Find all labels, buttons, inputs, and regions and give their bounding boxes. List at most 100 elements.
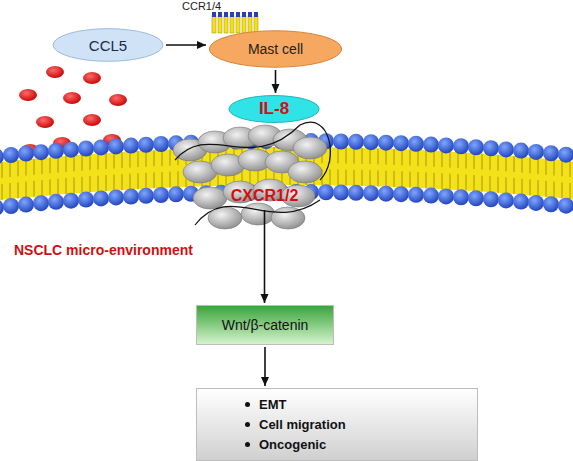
- receptor-cap: [248, 12, 252, 17]
- text-row: EMT: [245, 395, 286, 415]
- receptor-cap: [212, 12, 216, 17]
- lipid-tail: [450, 152, 451, 168]
- lipid-tail: [330, 169, 331, 185]
- node-text: CCL5: [89, 37, 127, 54]
- lipid-tail: [402, 149, 403, 165]
- lipid-tail: [90, 176, 91, 192]
- lipid-tail: [122, 152, 123, 168]
- lipid-head: [138, 137, 154, 153]
- lipid-tail: [434, 151, 435, 167]
- lipid-tail: [514, 156, 515, 172]
- lipid-head: [93, 139, 109, 155]
- lipid-head: [378, 135, 394, 151]
- lipid-tail: [58, 179, 59, 195]
- text-row: Cell migration: [245, 415, 346, 435]
- lipid-tail: [2, 184, 3, 200]
- lipid-tail: [74, 155, 75, 171]
- lipid-tail: [82, 177, 83, 193]
- lipid-head: [18, 146, 34, 162]
- lipid-tail: [98, 176, 99, 192]
- lipid-tail: [10, 183, 11, 199]
- receptor-cap: [224, 12, 228, 17]
- receptor-bar: [248, 16, 252, 33]
- receptor-subunit: [288, 161, 322, 183]
- lipid-head: [513, 143, 529, 159]
- lipid-head: [558, 198, 573, 214]
- arrow-connector: [264, 347, 266, 386]
- lipid-tail: [354, 148, 355, 164]
- lipid-head: [498, 141, 514, 157]
- lipid-tail: [66, 178, 67, 194]
- lipid-tail: [394, 171, 395, 187]
- lipid-tail: [506, 155, 507, 171]
- lipid-tail: [146, 151, 147, 167]
- receptor-cap: [236, 12, 240, 17]
- lipid-head: [408, 187, 424, 203]
- lipid-head: [468, 190, 484, 206]
- lipid-head: [48, 143, 64, 159]
- lipid-head: [423, 137, 439, 153]
- receptor-bar: [212, 16, 216, 33]
- ellipse-node: IL-8: [228, 95, 320, 123]
- lipid-head: [513, 194, 529, 210]
- lipid-head: [393, 135, 409, 151]
- lipid-tail: [146, 173, 147, 189]
- lipid-tail: [458, 152, 459, 168]
- lipid-head: [438, 188, 454, 204]
- lipid-head: [543, 145, 559, 161]
- lipid-tail: [34, 159, 35, 175]
- lipid-head: [558, 147, 573, 163]
- lipid-tail: [466, 175, 467, 191]
- lipid-head: [363, 134, 379, 150]
- lipid-tail: [426, 150, 427, 166]
- lipid-tail: [442, 173, 443, 189]
- node-text: Mast cell: [248, 41, 303, 57]
- lipid-tail: [498, 177, 499, 193]
- bullet-dot: [245, 442, 250, 447]
- arrow-connector: [275, 70, 277, 93]
- arrow-connector: [166, 44, 206, 46]
- lipid-head: [408, 136, 424, 152]
- lipid-tail: [58, 157, 59, 173]
- pathway-box: Wnt/β-catenin: [196, 305, 334, 345]
- receptor-subunit: [241, 203, 275, 225]
- lipid-tail: [554, 182, 555, 198]
- receptor-cap: [242, 12, 246, 17]
- lipid-head: [348, 134, 364, 150]
- lipid-tail: [490, 176, 491, 192]
- chemokine-dot: [36, 116, 54, 128]
- lipid-tail: [130, 152, 131, 168]
- receptor-subunit: [293, 137, 327, 159]
- receptor-label: CXCR1/2: [212, 184, 317, 208]
- lipid-tail: [410, 172, 411, 188]
- lipid-tail: [2, 162, 3, 178]
- lipid-tail: [570, 183, 571, 199]
- lipid-head: [483, 140, 499, 156]
- lipid-tail: [498, 155, 499, 171]
- text-row: CCL5: [89, 37, 127, 54]
- lipid-tail: [18, 182, 19, 198]
- lipid-head: [48, 194, 64, 210]
- lipid-head: [78, 191, 94, 207]
- lipid-head: [63, 193, 79, 209]
- lipid-head: [528, 195, 544, 211]
- receptor-strand: [175, 122, 330, 180]
- lipid-head: [108, 138, 124, 154]
- lipid-tail: [42, 158, 43, 174]
- lipid-tail: [162, 150, 163, 166]
- lipid-tail: [82, 155, 83, 171]
- lipid-tail: [426, 172, 427, 188]
- lipid-tail: [450, 174, 451, 190]
- lipid-tail: [338, 169, 339, 185]
- lipid-head: [3, 147, 19, 163]
- lipid-head: [378, 186, 394, 202]
- lipid-tail: [50, 179, 51, 195]
- lipid-tail: [154, 172, 155, 188]
- chemokine-dot: [109, 94, 127, 106]
- lipid-tail: [18, 160, 19, 176]
- lipid-tail: [170, 172, 171, 188]
- lipid-head: [453, 138, 469, 154]
- lipid-tail: [514, 178, 515, 194]
- lipid-tail: [114, 175, 115, 191]
